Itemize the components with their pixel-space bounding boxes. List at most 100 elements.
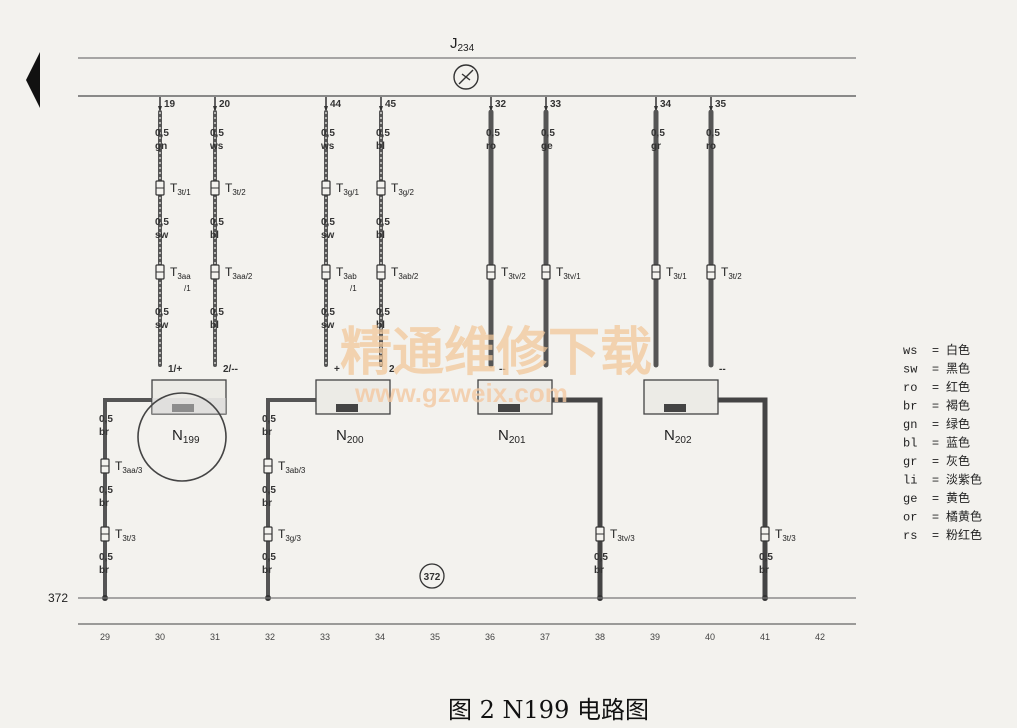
sensor-pin-label: 2 [389,364,395,375]
grid-number: 38 [595,632,605,642]
sensor-N202[interactable]: N202 [643,379,719,446]
connector [263,458,273,474]
connector [321,180,331,196]
wire-size: 0,5 [155,307,169,318]
svg-text:ws: ws [903,344,917,358]
connector [541,264,551,280]
legend-item-ws: ws = 白色 [903,342,970,358]
wire-size: 0,5 [376,128,390,139]
control-unit-label: J234 [450,35,475,54]
connector [595,526,605,542]
svg-text:=: = [932,343,939,357]
connector [321,264,331,280]
svg-text:br: br [903,400,917,414]
svg-text:=: = [932,491,939,505]
svg-text:=: = [932,528,939,542]
wire-size: 0,5 [210,217,224,228]
grid-number: 36 [485,632,495,642]
wire-color: br [99,427,109,438]
wire-size: 0,5 [706,128,720,139]
wire-size: 0,5 [99,485,113,496]
watermark-text: 精通维修下载 [340,323,652,383]
svg-text:白色: 白色 [946,342,970,357]
legend-item-rs: rs = 粉红色 [903,527,982,543]
wire-color: ro [706,141,716,152]
svg-text:or: or [903,511,917,525]
ground-symbol-icon [453,64,479,90]
connector-label: T3ab/2 [391,265,419,281]
wire-size: 0,5 [321,217,335,228]
svg-text:gr: gr [903,455,917,469]
connector-label: T3ab/1 [336,265,357,293]
svg-text:=: = [932,454,939,468]
wire-size: 0,5 [376,217,390,228]
svg-text:=: = [932,473,939,487]
svg-text:粉红色: 粉红色 [946,527,982,542]
wire-color: bl [210,320,219,331]
connector-label: T3g/1 [336,181,359,197]
wire-size: 0,5 [321,307,335,318]
connector-label: T3t/1 [170,181,191,197]
svg-text:红色: 红色 [946,379,970,394]
wire-size: 0,5 [210,307,224,318]
grid-number: 41 [760,632,770,642]
connector-label: T3t/2 [225,181,246,197]
connector-label: T3t/3 [775,527,796,543]
legend-item-br: br=褐色 [903,398,970,414]
connector-label: T3t/2 [721,265,742,281]
connector [155,264,165,280]
legend-item-bl: bl=蓝色 [903,436,970,451]
svg-text:ro: ro [903,381,917,395]
back-arrow-icon[interactable] [26,52,40,108]
legend-item-ro: ro=红色 [903,379,970,395]
sensor-N200[interactable]: N200 [315,379,391,446]
pin-number: 32 [495,99,507,110]
wire-color: br [262,427,272,438]
highlight-circle [137,392,227,482]
ground-ref-badge: 372 [419,563,445,589]
grid-number: 31 [210,632,220,642]
sensor-pin-label: -- [499,364,506,375]
connector-label: T3t/1 [666,265,687,281]
legend-item-li: li=淡紫色 [903,473,982,488]
watermark-url: www.gzweix.com [354,378,568,408]
grid-number: 33 [320,632,330,642]
svg-text:=: = [932,417,939,431]
svg-text:gn: gn [903,418,917,432]
svg-text:灰色: 灰色 [946,454,970,468]
wire-color: br [262,498,272,509]
wire-size: 0,5 [541,128,555,139]
connector [263,526,273,542]
wire-color: sw [321,320,335,331]
svg-text:=: = [932,436,939,450]
svg-text:rs: rs [903,529,917,543]
wire-size: 0,5 [155,128,169,139]
sensor-label: N202 [664,427,692,446]
pin-number: 20 [219,99,231,110]
wire-size: 0,5 [262,552,276,563]
svg-text:褐色: 褐色 [946,398,970,413]
wire-size: 0,5 [99,414,113,425]
sensor-N201[interactable]: N201 [477,379,553,446]
color-legend: ws=白色sw=黑色ro=红色br=褐色gn=绿色bl=蓝色gr=灰色li=淡紫… [903,342,982,543]
wire-size: 0,5 [759,552,773,563]
svg-text:sw: sw [903,363,918,377]
wire-color: ws [320,141,335,152]
wire-size: 0,5 [262,485,276,496]
wire-size: 0,5 [651,128,665,139]
wire-size: 0,5 [210,128,224,139]
connector [210,264,220,280]
svg-text:li: li [903,474,917,488]
sensor-pin-label: 2/-- [223,364,238,375]
grid-number: 39 [650,632,660,642]
pin-number: 45 [385,99,397,110]
wire-size: 0,5 [99,552,113,563]
connector-label: T3ab/3 [278,459,306,475]
figure-caption: 图 2 N199 电路图 [448,696,649,724]
